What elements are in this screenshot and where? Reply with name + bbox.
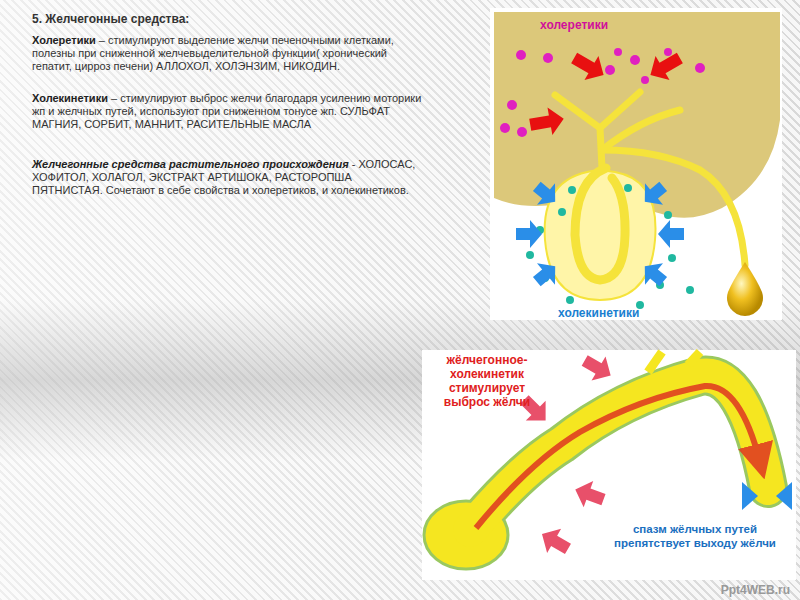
text-paragraph: Желчегонные средства растительного проис… [32, 158, 424, 197]
watermark: Ppt4WEB.ru [690, 583, 790, 597]
callout-text: спазм жёлчных путей препятствует выходу … [600, 522, 790, 550]
group-label: холеретики [540, 18, 650, 32]
slide-title: 5. Желчегонные средства: [32, 12, 189, 26]
text-paragraph: Холекинетики – стимулируют выброс желчи … [32, 92, 424, 131]
group-label: холекинетики [558, 306, 688, 320]
term: Холекинетики [32, 92, 108, 104]
term: Холеретики [32, 34, 96, 46]
term: Желчегонные средства растительного проис… [32, 158, 349, 170]
callout-text: жёлчегонное- холекинетик стимулирует выб… [428, 353, 546, 409]
text-paragraph: Холеретики – стимулируют выделение желчи… [32, 34, 424, 73]
